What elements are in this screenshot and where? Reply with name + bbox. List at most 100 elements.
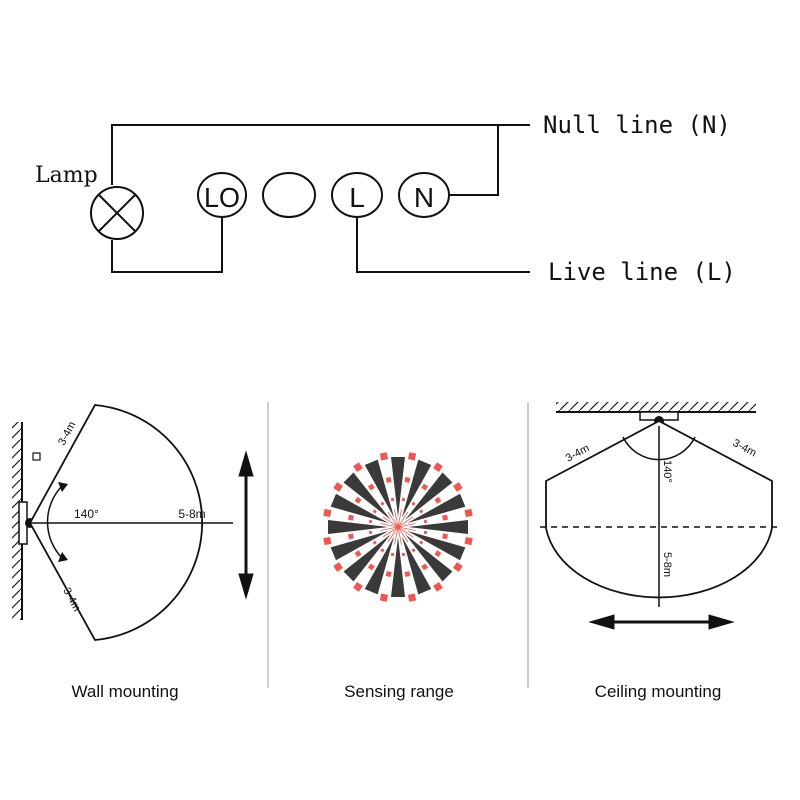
sensing-marker bbox=[379, 452, 389, 461]
sensing-marker bbox=[380, 548, 385, 553]
sensing-center-ray bbox=[380, 526, 399, 531]
wall-mounting-caption: Wall mounting bbox=[71, 682, 178, 701]
ceiling-angle-label: 140° bbox=[661, 460, 673, 483]
sensing-marker bbox=[464, 536, 473, 546]
sensing-center-ray bbox=[397, 516, 414, 528]
ceiling-hatch bbox=[556, 402, 756, 412]
sensing-beam bbox=[364, 459, 395, 518]
wall-marker bbox=[32, 452, 41, 461]
sensing-center-ray bbox=[394, 509, 399, 528]
sensing-beam bbox=[405, 472, 453, 520]
ceiling-mounting-diagram: 3-4m 3-4m 140° 5-8m Ceiling mounting bbox=[540, 402, 778, 701]
sensing-marker bbox=[385, 571, 392, 578]
sensing-marker bbox=[333, 482, 343, 492]
sensing-marker bbox=[442, 533, 449, 540]
sensing-marker bbox=[323, 508, 332, 518]
sensing-marker bbox=[433, 582, 443, 592]
wall-angle-label: 140° bbox=[74, 507, 99, 521]
sensing-center-ray bbox=[387, 526, 399, 543]
sensing-center-ray bbox=[397, 511, 409, 528]
wiring-labels: Lamp LO L N Null line (N) Live line (L) bbox=[35, 111, 736, 286]
sensing-marker bbox=[434, 550, 442, 558]
sensing-marker bbox=[419, 540, 424, 545]
sensing-marker bbox=[401, 552, 406, 557]
sensing-center-ray bbox=[397, 526, 414, 538]
sensing-center-ray bbox=[394, 526, 399, 545]
terminal-l bbox=[331, 172, 383, 218]
terminal-blank bbox=[262, 172, 316, 218]
sensing-center-ray bbox=[397, 526, 409, 543]
null-line-label: Null line (N) bbox=[543, 111, 731, 139]
n-terminal-wire bbox=[448, 125, 499, 196]
sensing-marker bbox=[401, 497, 406, 502]
sensing-marker bbox=[404, 476, 411, 483]
sensing-center-ray bbox=[397, 509, 402, 528]
sensing-marker bbox=[354, 496, 362, 504]
ceiling-range-label: 5-8m bbox=[661, 552, 673, 577]
wall-movement-arrow-icon bbox=[238, 450, 254, 600]
terminal-lo bbox=[197, 172, 247, 218]
terminal-n bbox=[398, 172, 450, 218]
sensing-marker bbox=[453, 562, 463, 572]
sensing-marker bbox=[385, 476, 392, 483]
ceiling-movement-arrow-icon bbox=[588, 614, 735, 630]
sensing-range-caption: Sensing range bbox=[344, 682, 454, 701]
sensing-marker bbox=[354, 550, 362, 558]
sensing-marker bbox=[380, 501, 385, 506]
sensing-center-ray bbox=[397, 523, 416, 528]
sensing-marker bbox=[423, 519, 428, 524]
sensing-beam bbox=[391, 537, 405, 597]
wall-angle-arrow-top bbox=[58, 482, 68, 492]
null-wire bbox=[111, 124, 530, 185]
sensing-beam bbox=[343, 534, 391, 582]
ceiling-angle-arc bbox=[622, 436, 696, 461]
sensing-marker bbox=[333, 562, 343, 572]
wall-angle-arrow-bottom bbox=[58, 552, 68, 562]
live-wire bbox=[356, 218, 530, 273]
sensing-marker bbox=[464, 508, 473, 518]
sensing-marker bbox=[353, 462, 363, 472]
lamp-label: Lamp bbox=[35, 163, 98, 188]
sensing-beam bbox=[330, 493, 389, 524]
sensing-marker bbox=[372, 540, 377, 545]
sensing-center-ray bbox=[382, 516, 399, 528]
wall-range-label: 5-8m bbox=[178, 507, 205, 521]
sensing-marker bbox=[347, 514, 354, 521]
sensing-center-ray bbox=[380, 523, 399, 528]
sensing-marker bbox=[353, 582, 363, 592]
sensing-center-ray bbox=[397, 526, 416, 531]
sensing-range-diagram: Sensing range bbox=[323, 452, 473, 701]
sensing-marker bbox=[368, 519, 373, 524]
sensing-marker bbox=[368, 530, 373, 535]
sensing-marker bbox=[407, 593, 417, 602]
wiring-diagram bbox=[90, 124, 530, 273]
sensing-beam bbox=[391, 457, 405, 517]
sensing-beam bbox=[401, 536, 432, 595]
sensing-marker bbox=[404, 571, 411, 578]
sensing-beam bbox=[408, 520, 468, 534]
sensing-beam bbox=[343, 472, 391, 520]
sensing-marker bbox=[323, 536, 332, 546]
live-line-label: Live line (L) bbox=[548, 258, 736, 286]
wall-mounting-diagram: 3-4m 3-4m 140° 5-8m Wall mounting bbox=[12, 404, 254, 701]
sensing-burst bbox=[323, 452, 473, 602]
sensing-center-ray bbox=[387, 511, 399, 528]
sensing-beam bbox=[330, 530, 389, 561]
ceiling-right-edge-label: 3-4m bbox=[731, 437, 759, 459]
sensing-marker bbox=[421, 483, 429, 491]
sensing-marker bbox=[411, 548, 416, 553]
sensing-marker bbox=[407, 452, 417, 461]
sensing-marker bbox=[379, 593, 389, 602]
wall-angle-arc bbox=[46, 485, 63, 559]
sensing-marker bbox=[372, 509, 377, 514]
sensing-beam bbox=[401, 459, 432, 518]
sensing-beam bbox=[405, 534, 453, 582]
sensing-marker bbox=[390, 497, 395, 502]
sensing-beam bbox=[407, 530, 466, 561]
sensing-center-ray bbox=[382, 526, 399, 538]
sensing-marker bbox=[433, 462, 443, 472]
sensing-marker bbox=[367, 563, 375, 571]
lamp-icon bbox=[90, 186, 144, 240]
terminal-n-label: N bbox=[414, 182, 434, 213]
